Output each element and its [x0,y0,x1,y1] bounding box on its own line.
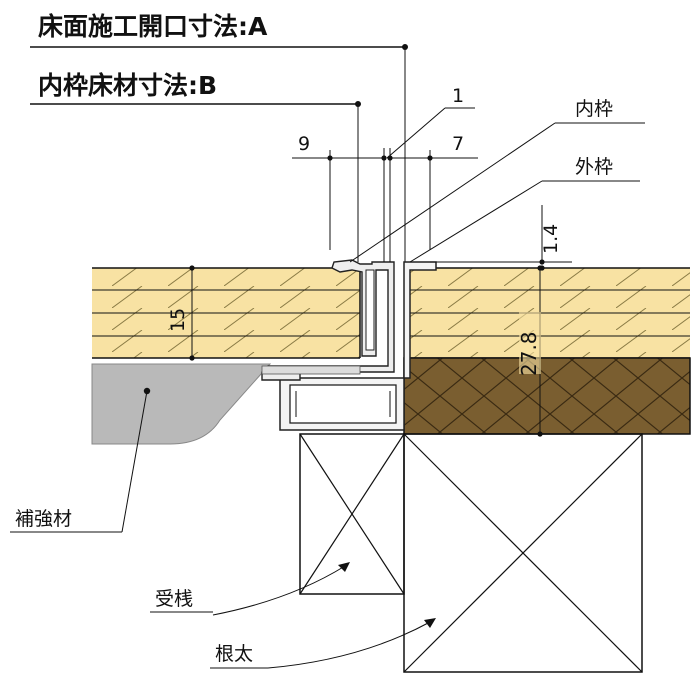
dim-14-label: 1.4 [540,224,562,254]
reinforcement-leader-line [121,390,148,533]
dim-7-dot [427,155,433,161]
dim-15-top-dot [189,265,195,271]
dim-1-leader [386,107,446,159]
dim-9-label: 9 [298,133,310,155]
outer-frame-label: 外枠 [575,156,613,178]
dim-15-label: 15 [167,308,189,332]
sleeper-label: 受桟 [155,588,193,610]
sleeper-leader-arrow [338,562,350,572]
joist-leader-arrow [424,618,436,628]
inner-frame-label: 内枠 [575,98,613,120]
title-opening-dimension-a: 床面施工開口寸法:A [38,12,268,41]
reinforcement-member [91,363,272,445]
right-floor-board [404,267,690,359]
dim-278-label-bg [519,312,541,374]
dim-7-label: 7 [452,133,464,155]
dim-278-top-dot [537,265,543,271]
dim-278-bottom-dot [537,431,543,437]
subfloor-plywood [403,357,691,435]
joist-leader-line [267,621,431,669]
left-board-edge-strip [261,365,361,375]
dim-1-label: 1 [452,85,464,107]
joist-label: 根太 [215,643,253,665]
outer-frame-profile [279,261,437,431]
outer-frame-leader [409,180,543,263]
title-inner-frame-dimension-b: 内枠床材寸法:B [38,71,217,100]
joist [403,433,643,673]
inner-frame-leader [349,122,556,263]
dim-15-bottom-dot [189,355,195,361]
left-floor-board [92,267,361,359]
sleeper-support [299,433,405,595]
sleeper-leader-line [212,565,346,616]
dim-278-label: 27.8 [517,331,541,376]
reinforcement-label: 補強材 [15,508,72,530]
dim-9-dot [327,155,333,161]
